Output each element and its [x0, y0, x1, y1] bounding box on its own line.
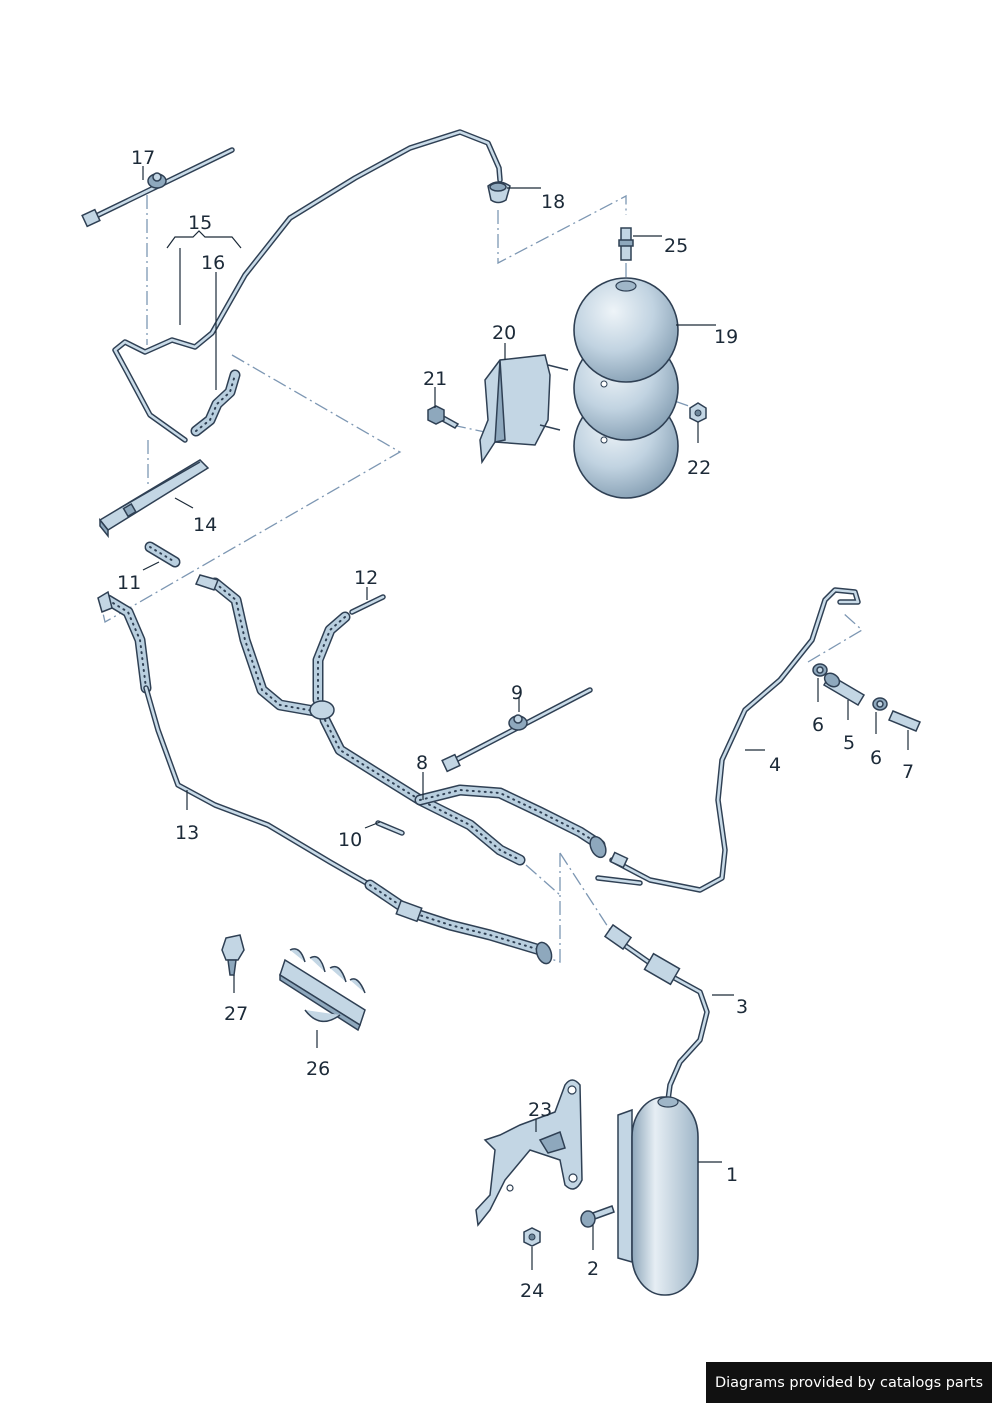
callout-label: 13	[175, 822, 199, 844]
callout-label: 23	[528, 1099, 552, 1121]
grommet-18	[487, 181, 511, 204]
valve-25	[618, 227, 634, 261]
callout-label: 6	[870, 747, 882, 769]
callout-label: 19	[714, 326, 738, 348]
callout-label: 27	[224, 1003, 248, 1025]
callout-leaders	[142, 166, 909, 1270]
nut-24	[523, 1227, 541, 1247]
callout-label: 2	[587, 1258, 599, 1280]
callout-label: 18	[541, 191, 565, 213]
callout-label: 14	[193, 514, 217, 536]
callout-label: 1	[726, 1164, 738, 1186]
pipe-upper-15	[112, 129, 503, 443]
callout-label: 17	[131, 147, 155, 169]
clip-27	[221, 934, 245, 976]
callout-label: 24	[520, 1280, 544, 1302]
connector-set-5-6-7	[812, 663, 921, 732]
callout-label: 26	[306, 1058, 330, 1080]
pipe-3	[603, 923, 710, 1103]
callout-label: 10	[338, 829, 362, 851]
callout-label: 15	[188, 212, 212, 234]
bolt-21	[427, 405, 460, 429]
callout-label: 12	[354, 567, 378, 589]
hose-16	[190, 369, 241, 437]
callout-label: 16	[201, 252, 225, 274]
line-13	[97, 590, 553, 965]
bolt-2	[580, 1205, 615, 1228]
callout-label: 3	[736, 996, 748, 1018]
cable-tie-17	[81, 147, 235, 228]
callout-label: 21	[423, 368, 447, 390]
attribution-footer: Diagrams provided by catalogs parts	[706, 1362, 992, 1403]
nut-22	[689, 402, 707, 423]
bracket-plate-20	[479, 354, 569, 465]
callout-label: 9	[511, 682, 523, 704]
callout-label: 7	[902, 761, 914, 783]
callout-label: 25	[664, 235, 688, 257]
clip-holder-26	[279, 948, 366, 1032]
pin-12	[349, 594, 386, 615]
attribution-text: Diagrams provided by catalogs parts	[714, 1374, 984, 1391]
pipe-4	[595, 587, 861, 893]
callout-label: 22	[687, 457, 711, 479]
callout-label: 6	[812, 714, 824, 736]
hose-harness-8	[194, 574, 607, 866]
holder-14	[98, 459, 210, 539]
bracket-23	[475, 1079, 583, 1227]
callout-label: 8	[416, 752, 428, 774]
callout-label: 5	[843, 732, 855, 754]
reservoir-tank-1	[617, 1096, 699, 1296]
cable-tie-9	[441, 687, 593, 773]
callout-label: 11	[117, 572, 141, 594]
callout-label: 4	[769, 754, 781, 776]
accumulator-19	[573, 277, 679, 499]
connector-10	[375, 820, 405, 836]
callout-label: 20	[492, 322, 516, 344]
hose-piece-11	[144, 541, 181, 568]
callout-labels: 1 2 3 4 5 6 6 7 8 9 10 11 12 13 14 15 16…	[117, 147, 914, 1302]
